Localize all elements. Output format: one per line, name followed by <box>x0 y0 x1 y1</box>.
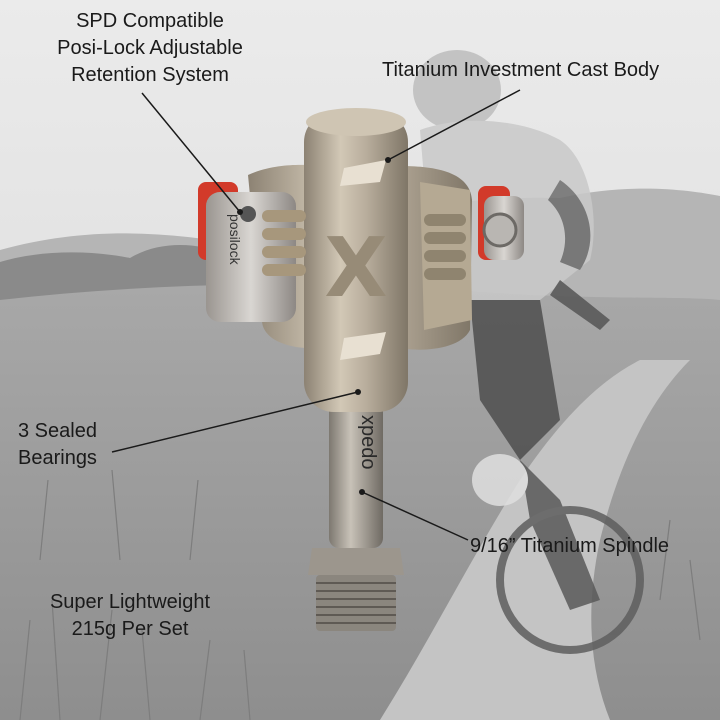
callout-bearings-line2: Bearings <box>18 447 97 469</box>
callout-lightweight: Super Lightweight 215g Per Set <box>40 589 220 643</box>
leader-dot-spindle <box>359 489 365 495</box>
callout-spd-line1: SPD Compatible <box>76 10 224 32</box>
callout-spd-compatible: SPD Compatible Posi-Lock Adjustable Rete… <box>30 8 270 89</box>
callout-spd-line2: Posi-Lock Adjustable <box>57 37 243 59</box>
callout-titanium-spindle: 9/16” Titanium Spindle <box>470 533 669 560</box>
right-retention-clip <box>420 182 524 330</box>
pedal-body: X <box>248 108 472 412</box>
leader-dot-bearings <box>355 389 361 395</box>
leader-bearings <box>111 391 359 453</box>
tree-line <box>0 245 230 300</box>
callout-spd-line3: Retention System <box>71 64 229 86</box>
leader-dot-spd <box>237 209 243 215</box>
leader-body <box>387 89 521 161</box>
callout-bearings-line1: 3 Sealed <box>18 420 97 442</box>
body-logo: X <box>324 221 387 316</box>
leader-spd <box>141 92 241 213</box>
leader-spindle <box>361 491 469 541</box>
leader-lines <box>111 89 521 541</box>
trail <box>380 360 690 720</box>
callout-weight-line2: 215g Per Set <box>71 618 189 640</box>
leader-dot-body <box>385 157 391 163</box>
clip-logo: posilock <box>227 214 243 266</box>
callout-body-line1: Titanium Investment Cast Body <box>382 59 660 81</box>
left-retention-clip: posilock <box>198 182 306 322</box>
spindle: xpedo <box>308 400 404 631</box>
callout-sealed-bearings: 3 Sealed Bearings <box>18 418 97 472</box>
callout-titanium-body: Titanium Investment Cast Body <box>382 57 659 84</box>
callout-spindle-line1: 9/16” Titanium Spindle <box>470 535 670 557</box>
callout-weight-line1: Super Lightweight <box>49 591 211 613</box>
grass-strokes <box>19 469 701 720</box>
spindle-logo: xpedo <box>357 415 379 470</box>
